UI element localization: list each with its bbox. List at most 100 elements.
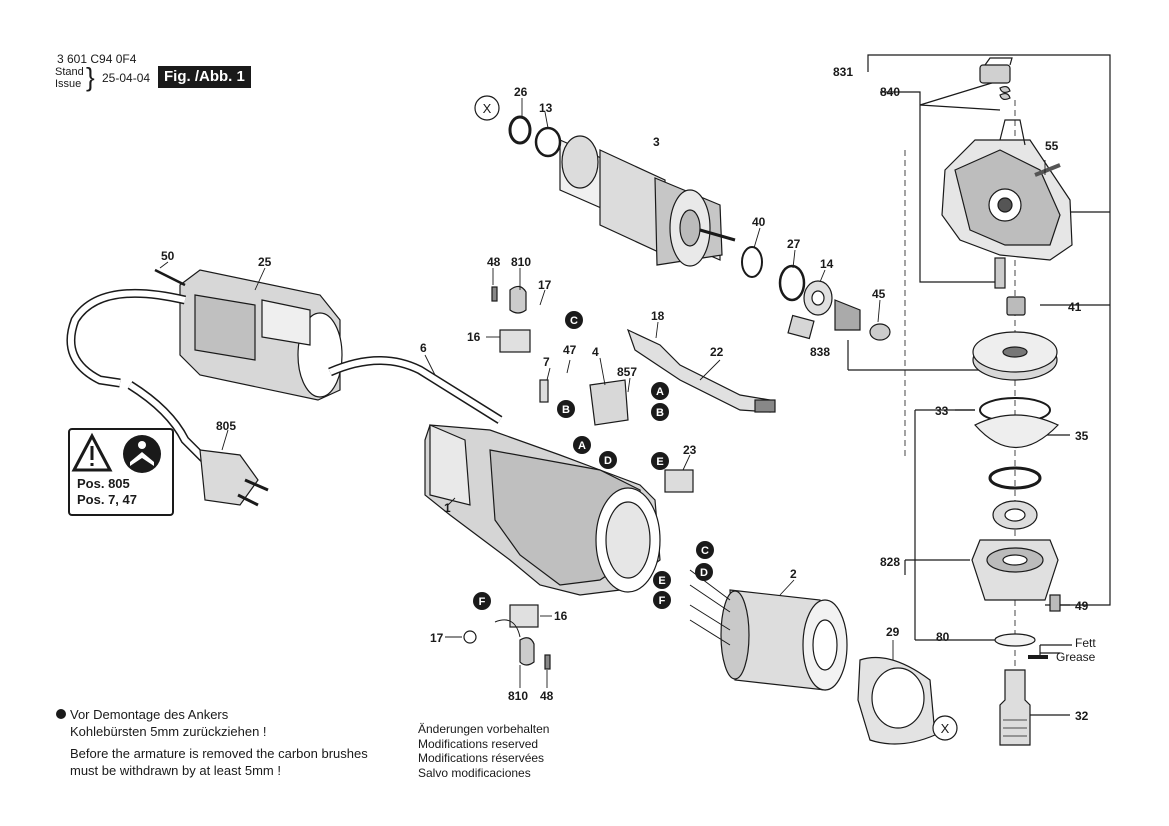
part-label: 7 bbox=[543, 355, 550, 369]
stand-label: Stand bbox=[55, 66, 84, 78]
stator bbox=[689, 569, 848, 691]
part-label: 3 bbox=[653, 135, 660, 149]
circle-marker: C bbox=[696, 541, 714, 559]
part-label: 49 bbox=[1075, 599, 1089, 613]
circle-marker-label: C bbox=[570, 315, 578, 327]
note-de-line-2: Kohlebürsten 5mm zurückziehen ! bbox=[70, 724, 267, 739]
part-label: 35 bbox=[1075, 429, 1089, 443]
plug bbox=[199, 449, 269, 507]
part-label: 857 bbox=[617, 365, 637, 379]
circle-marker-label: B bbox=[656, 407, 664, 419]
part-label: 1 bbox=[444, 501, 451, 515]
warning-icons bbox=[71, 432, 161, 473]
spindle-parts bbox=[971, 331, 1072, 746]
part-label: 33 bbox=[935, 404, 949, 418]
part-label: 48 bbox=[487, 255, 501, 269]
circle-marker-label: E bbox=[658, 575, 665, 587]
part-label: 831 bbox=[833, 65, 853, 79]
circle-marker: F bbox=[653, 591, 671, 609]
part-label: 838 bbox=[810, 345, 830, 359]
part-label: 40 bbox=[752, 215, 766, 229]
circle-marker: A bbox=[651, 382, 669, 400]
circle-marker-label: B bbox=[562, 404, 570, 416]
stand-issue-label: Stand Issue bbox=[55, 66, 84, 90]
part-label: 16 bbox=[554, 609, 568, 623]
motor-housing bbox=[424, 424, 661, 596]
svg-text:X: X bbox=[483, 101, 492, 116]
circle-marker-label: D bbox=[700, 567, 708, 579]
issue-label: Issue bbox=[55, 78, 82, 90]
part-label: 2 bbox=[790, 567, 797, 581]
part-label: 25 bbox=[258, 255, 272, 269]
mod-line: Änderungen vorbehalten bbox=[418, 722, 550, 736]
brace-glyph: } bbox=[86, 62, 95, 92]
wheel-guard: X bbox=[857, 656, 958, 745]
bracket-lines bbox=[847, 54, 1111, 716]
part-label: 45 bbox=[872, 287, 886, 301]
circle-marker-label: A bbox=[656, 386, 664, 398]
part-label: 47 bbox=[563, 343, 577, 357]
part-label: 22 bbox=[710, 345, 724, 359]
switch-parts bbox=[463, 285, 776, 670]
part-label: 18 bbox=[651, 309, 665, 323]
part-label: 27 bbox=[787, 237, 801, 251]
warning-line-2: Pos. 7, 47 bbox=[77, 492, 137, 507]
part-label: 80 bbox=[936, 630, 950, 644]
grease-note-de: Fett bbox=[1075, 636, 1096, 650]
part-label: 17 bbox=[430, 631, 444, 645]
circle-marker: D bbox=[695, 563, 713, 581]
exclamation-icon bbox=[90, 446, 94, 460]
part-label: 4 bbox=[592, 345, 599, 359]
circle-marker-label: C bbox=[701, 545, 709, 557]
part-label: 13 bbox=[539, 101, 553, 115]
warning-line-1: Pos. 805 bbox=[77, 476, 130, 491]
warning-box: Pos. 805 Pos. 7, 47 bbox=[68, 428, 174, 516]
modifications-reserved: Änderungen vorbehalten Modifications res… bbox=[418, 722, 549, 780]
part-label: 828 bbox=[880, 555, 900, 569]
part-label: 14 bbox=[820, 257, 834, 271]
circle-marker-label: A bbox=[578, 440, 586, 452]
note-de-line-1: Vor Demontage des Ankers bbox=[56, 706, 228, 723]
part-label: 55 bbox=[1045, 139, 1059, 153]
part-label: 29 bbox=[886, 625, 900, 639]
mod-line: Salvo modificaciones bbox=[418, 765, 531, 780]
circle-marker: D bbox=[599, 451, 617, 469]
circle-marker-label: D bbox=[604, 455, 612, 467]
note-en-line-2: must be withdrawn by at least 5mm ! bbox=[70, 763, 281, 778]
circle-marker: B bbox=[557, 400, 575, 418]
circle-marker: B bbox=[651, 403, 669, 421]
circle-marker-label: F bbox=[479, 596, 486, 608]
bullet-icon bbox=[56, 709, 66, 719]
circle-marker: A bbox=[573, 436, 591, 454]
note-en-line-1: Before the armature is removed the carbo… bbox=[70, 746, 368, 761]
leader-lines bbox=[159, 98, 1046, 688]
circle-marker: E bbox=[653, 571, 671, 589]
mod-line: Modifications reserved bbox=[418, 736, 539, 751]
part-label: 810 bbox=[511, 255, 531, 269]
issue-date: 25-04-04 bbox=[102, 71, 151, 85]
grease-note-en: Grease bbox=[1056, 650, 1096, 664]
part-label: 48 bbox=[540, 689, 554, 703]
part-label: 16 bbox=[467, 330, 481, 344]
part-label: 810 bbox=[508, 689, 528, 703]
bearing-parts bbox=[741, 246, 891, 341]
circle-marker: F bbox=[473, 592, 491, 610]
svg-text:X: X bbox=[941, 721, 950, 736]
part-label: 840 bbox=[880, 85, 900, 99]
motor-cover bbox=[154, 268, 343, 401]
circle-marker-label: F bbox=[659, 595, 666, 607]
power-cable-inner bbox=[68, 290, 502, 463]
part-label: 32 bbox=[1075, 709, 1089, 723]
mod-line: Modifications réservées bbox=[418, 751, 545, 765]
circle-marker: E bbox=[651, 452, 669, 470]
circle-marker: C bbox=[565, 311, 583, 329]
part-label: 41 bbox=[1068, 300, 1082, 314]
part-label: 17 bbox=[538, 278, 552, 292]
armature: X bbox=[474, 95, 736, 267]
part-label: 23 bbox=[683, 443, 697, 457]
part-label: 805 bbox=[216, 419, 236, 433]
circle-marker-label: E bbox=[656, 456, 663, 468]
